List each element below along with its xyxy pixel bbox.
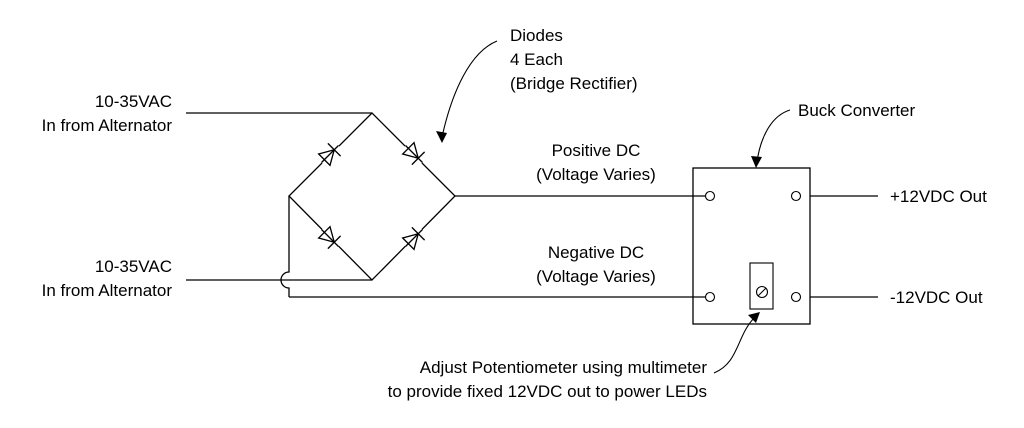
ac-top-voltage-label: 10-35VAC xyxy=(95,92,172,111)
bridge-rectifier xyxy=(280,112,456,297)
terminal-in-positive xyxy=(704,190,716,202)
terminal-out-positive xyxy=(790,190,802,202)
diode-upper-right xyxy=(398,138,430,170)
adjust-note-line2: to provide fixed 12VDC out to power LEDs xyxy=(388,382,707,401)
diode-lower-right xyxy=(398,222,430,254)
ac-top-source-label: In from Alternator xyxy=(42,116,173,135)
adjust-note-line1: Adjust Potentiometer using multimeter xyxy=(420,358,708,377)
negative-dc-label: Negative DC xyxy=(548,243,644,262)
diode-lower-left xyxy=(314,222,346,254)
positive-dc-label: Positive DC xyxy=(552,141,641,160)
diode-upper-left xyxy=(314,138,346,170)
buck-converter-label: Buck Converter xyxy=(798,101,915,120)
buck-converter xyxy=(692,167,811,325)
negative-dc-note: (Voltage Varies) xyxy=(536,267,656,286)
positive-dc-note: (Voltage Varies) xyxy=(536,165,656,184)
diodes-label: Diodes xyxy=(510,26,563,45)
diodes-leader-arrow xyxy=(436,40,498,143)
buck-converter-leader-arrow xyxy=(751,109,791,168)
output-negative-label: -12VDC Out xyxy=(890,288,983,307)
ac-bottom-voltage-label: 10-35VAC xyxy=(95,257,172,276)
potentiometer-leader-arrow xyxy=(713,312,760,374)
potentiometer xyxy=(749,262,774,310)
bridge-rectifier-label: (Bridge Rectifier) xyxy=(510,74,638,93)
output-positive-label: +12VDC Out xyxy=(890,187,987,206)
ac-bottom-source-label: In from Alternator xyxy=(42,281,173,300)
diodes-count-label: 4 Each xyxy=(510,50,563,69)
terminal-in-negative xyxy=(704,291,716,303)
terminal-out-negative xyxy=(790,291,802,303)
